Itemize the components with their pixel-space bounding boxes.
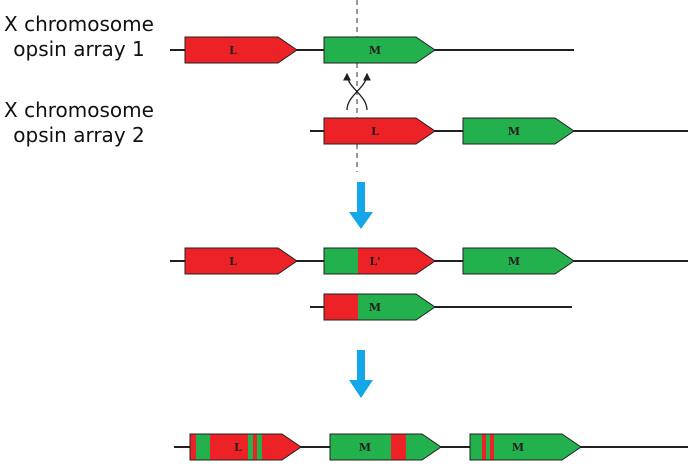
gene-arrow-shape-red	[357, 248, 435, 274]
gene-arrow-outline	[189, 433, 302, 461]
gene-arrow-shape	[323, 36, 436, 64]
gene-label-m: M	[512, 441, 524, 454]
gene-label-m: M	[508, 255, 520, 268]
product1-gene-m: M	[462, 247, 575, 275]
array2-label: X chromosome opsin array 2	[0, 98, 158, 148]
gene-arrow-outline	[323, 247, 436, 275]
gene-segment-red	[482, 434, 486, 460]
array1-gene-l: L	[184, 36, 298, 64]
array1-label-line2: opsin array 1	[13, 37, 145, 61]
gene-label-m: M	[359, 441, 371, 454]
gene-arrow-shape	[330, 434, 441, 460]
gene-segment-green	[248, 434, 253, 460]
array2-label-line2: opsin array 2	[13, 123, 145, 147]
gene-arrow-outline	[323, 293, 436, 321]
gene-arrow-shape	[462, 247, 575, 275]
gene-label-m: M	[369, 301, 381, 314]
down-arrow-shape	[349, 182, 373, 229]
crossover-strand-b	[343, 72, 368, 111]
gene-segment-green	[196, 434, 210, 460]
array1-label-line1: X chromosome	[4, 12, 154, 36]
gene-label-m: M	[508, 125, 520, 138]
gene-arrow-outline	[329, 433, 442, 461]
gene-arrow-shape	[462, 117, 575, 145]
gene-label-l-prime: L'	[369, 255, 380, 268]
gene-arrow-outline	[469, 433, 582, 461]
gene-segment-red	[391, 434, 406, 460]
gene-segment-red	[490, 434, 494, 460]
gene-arrow-shape	[323, 117, 436, 145]
array2-gene-l: L	[323, 117, 436, 145]
crossover-symbol	[343, 72, 371, 111]
final-gene-m1: M	[329, 433, 442, 461]
gene-arrow-shape	[190, 434, 301, 460]
down-arrow-shape	[349, 350, 373, 398]
array2-label-line1: X chromosome	[4, 98, 154, 122]
gene-label-l: L	[371, 125, 379, 138]
gene-segment-green	[257, 434, 262, 460]
final-gene-m2: M	[469, 433, 582, 461]
array1-gene-m: M	[323, 36, 436, 64]
gene-segment-green	[324, 248, 358, 274]
array2-gene-m: M	[462, 117, 575, 145]
final-gene-l: L	[189, 433, 302, 461]
gene-label-l: L	[234, 441, 242, 454]
product2-gene-hybrid-m: M	[323, 293, 436, 321]
gene-segment-red	[324, 294, 358, 320]
gene-label-l: L	[229, 255, 237, 268]
down-arrow-2	[349, 350, 373, 398]
product1-gene-hybrid-l: L'	[323, 247, 436, 275]
array1-label: X chromosome opsin array 1	[0, 12, 158, 62]
gene-arrow-shape	[184, 247, 298, 275]
gene-label-l: L	[229, 44, 237, 57]
gene-arrow-shape	[470, 434, 581, 460]
gene-arrow-shape	[184, 36, 298, 64]
gene-arrow-shape-green	[357, 294, 435, 320]
gene-label-m: M	[369, 44, 381, 57]
down-arrow-1	[349, 182, 373, 229]
product1-gene-l: L	[184, 247, 298, 275]
